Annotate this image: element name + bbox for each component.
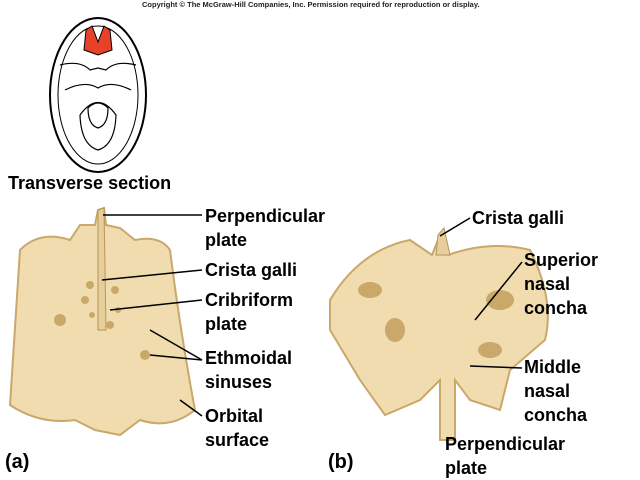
label-line: Middle [524,357,581,377]
label-line: Orbital [205,406,264,426]
label-line: Superior [524,250,599,270]
label-orbital-surface: Orbital surface [205,404,269,452]
label-crista-galli-a: Crista galli [205,260,298,280]
label-perpendicular-plate-a: Perpendicular plate [205,204,325,252]
label-line: Ethmoidal [205,348,293,368]
label-line: plate [205,314,248,334]
label-line: Perpendicular [205,206,326,226]
label-line: nasal [524,381,571,401]
ethmoid-lateral-view [329,226,549,441]
label-line: Perpendicular [445,434,566,454]
label-line: concha [524,405,588,425]
label-line: nasal [524,274,571,294]
label-crista-galli-b: Crista galli [472,208,565,228]
copyright-notice: Copyright © The McGraw-Hill Companies, I… [142,0,480,9]
label-line: sinuses [205,372,273,392]
label-line: plate [205,230,248,250]
panel-b-tag: (b) [328,451,354,473]
leader-lines [101,214,523,445]
label-ethmoidal-sinuses: Ethmoidal sinuses [205,346,292,394]
ethmoid-highlight [83,25,113,56]
label-middle-nasal-concha: Middle nasal concha [524,355,587,427]
label-perpendicular-plate-b: Perpendicular plate [445,432,565,480]
label-line: plate [445,458,488,478]
label-line: surface [205,430,270,450]
ethmoid-anterior-view [8,206,197,437]
label-superior-nasal-concha: Superior nasal concha [524,248,598,320]
panel-a-tag: (a) [5,451,30,473]
label-line: Cribriform [205,290,294,310]
label-line: concha [524,298,588,318]
label-cribriform-plate: Cribriform plate [205,288,293,336]
skull-transverse-inset [49,17,147,173]
inset-caption: Transverse section [8,173,172,193]
